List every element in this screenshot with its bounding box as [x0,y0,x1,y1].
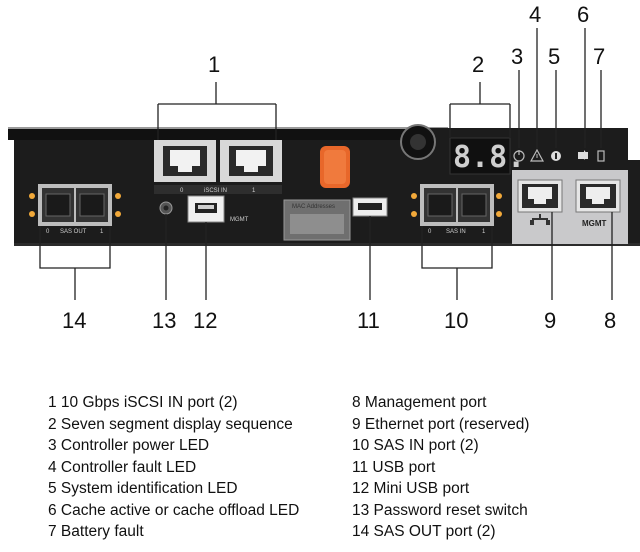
legend-item: 1 10 Gbps iSCSI IN port (2) [48,394,238,411]
sas-in-ports: 0 SAS IN 1 [411,184,502,235]
sas-out-led-3 [115,193,121,199]
sas-in-port-1-number: 1 [482,229,486,235]
legend-item: 3 Controller power LED [48,437,210,454]
sas-out-led-1 [29,193,35,199]
sas-out-led-2 [29,211,35,217]
callout-1: 1 [208,52,220,77]
callout-9: 9 [544,308,556,333]
sas-in-led-1 [411,193,417,199]
legend-right: 8 Management port 9 Ethernet port (reser… [352,392,529,543]
seven-segment-display: 8.8. [449,137,525,175]
callout-2: 2 [472,52,484,77]
sas-out-port-1-number: 1 [100,229,104,235]
legend-item: 10 SAS IN port (2) [352,437,479,454]
callout-5: 5 [548,44,560,69]
sas-in-port-1[interactable] [458,188,490,222]
sas-out-port-1[interactable] [76,188,108,222]
legend-item: 9 Ethernet port (reserved) [352,415,530,433]
callout-lines [39,28,613,300]
legend-item: 5 System identification LED [48,480,238,497]
callout-8: 8 [604,308,616,333]
status-leds [513,148,605,162]
battery-fault-led [597,150,605,162]
mac-address-label: MAC Addresses [283,199,351,241]
callout-7: 7 [593,44,605,69]
sas-in-led-3 [496,193,502,199]
legend-item: 7 Battery fault [48,523,144,540]
callout-12: 12 [193,308,217,333]
sas-out-port-0-number: 0 [46,229,50,235]
legend-item: 2 Seven segment display sequence [48,415,293,433]
mgmt-port-label: MGMT [582,219,607,228]
usb-port[interactable] [352,197,388,217]
sas-out-port-0[interactable] [42,188,74,222]
iscsi-port-0-number: 0 [180,188,184,194]
network-icon [530,214,550,225]
management-port[interactable]: MGMT [575,179,621,228]
callout-13: 13 [152,308,176,333]
callout-numbers: 1 2 3 4 5 6 7 14 13 12 11 10 9 8 [62,2,616,333]
callout-11: 11 [357,308,380,333]
iscsi-port-0[interactable] [154,140,216,182]
iscsi-in-label: iSCSI IN [204,188,227,194]
legend-item: 11 USB port [352,458,436,476]
callout-10: 10 [444,308,468,333]
system-id-led [551,151,561,161]
iscsi-in-ports: 0 iSCSI IN 1 [154,140,282,194]
sas-in-led-2 [411,211,417,217]
orange-latch [320,146,350,188]
sas-out-led-4 [115,211,121,217]
mini-usb-port[interactable]: MGMT [187,195,249,223]
callout-6: 6 [577,2,589,27]
mini-usb-mgmt-label: MGMT [230,217,249,223]
callout-3: 3 [511,44,523,69]
password-reset-switch[interactable] [159,201,173,215]
iscsi-port-1[interactable] [220,140,282,182]
legend-item: 8 Management port [352,394,487,411]
sas-in-label: SAS IN [446,229,466,235]
sas-out-ports: 0 SAS OUT 1 [29,184,121,235]
mac-addresses-text: MAC Addresses [292,204,335,210]
legend-left: 1 10 Gbps iSCSI IN port (2) 2 Seven segm… [48,392,299,543]
sas-in-port-0[interactable] [424,188,456,222]
latch-ring [400,124,436,160]
cache-active-led [578,150,588,160]
controller-power-led [513,150,525,162]
seven-segment-digits: 8.8. [453,140,525,175]
callout-4: 4 [529,2,541,27]
legend-item: 6 Cache active or cache offload LED [48,501,300,519]
right-port-block: MGMT [512,170,628,244]
callout-14: 14 [62,308,86,333]
sas-out-label: SAS OUT [60,229,87,235]
ethernet-port-reserved[interactable] [517,179,563,225]
legend-item: 4 Controller fault LED [48,458,197,476]
sas-in-led-4 [496,211,502,217]
iscsi-label-strip [154,185,282,194]
sas-in-port-0-number: 0 [428,229,432,235]
controller-fault-led [529,148,545,162]
legend-item: 12 Mini USB port [352,480,470,497]
legend-item: 14 SAS OUT port (2) [352,523,496,540]
iscsi-port-1-number: 1 [252,188,256,194]
legend-item: 13 Password reset switch [352,501,528,519]
